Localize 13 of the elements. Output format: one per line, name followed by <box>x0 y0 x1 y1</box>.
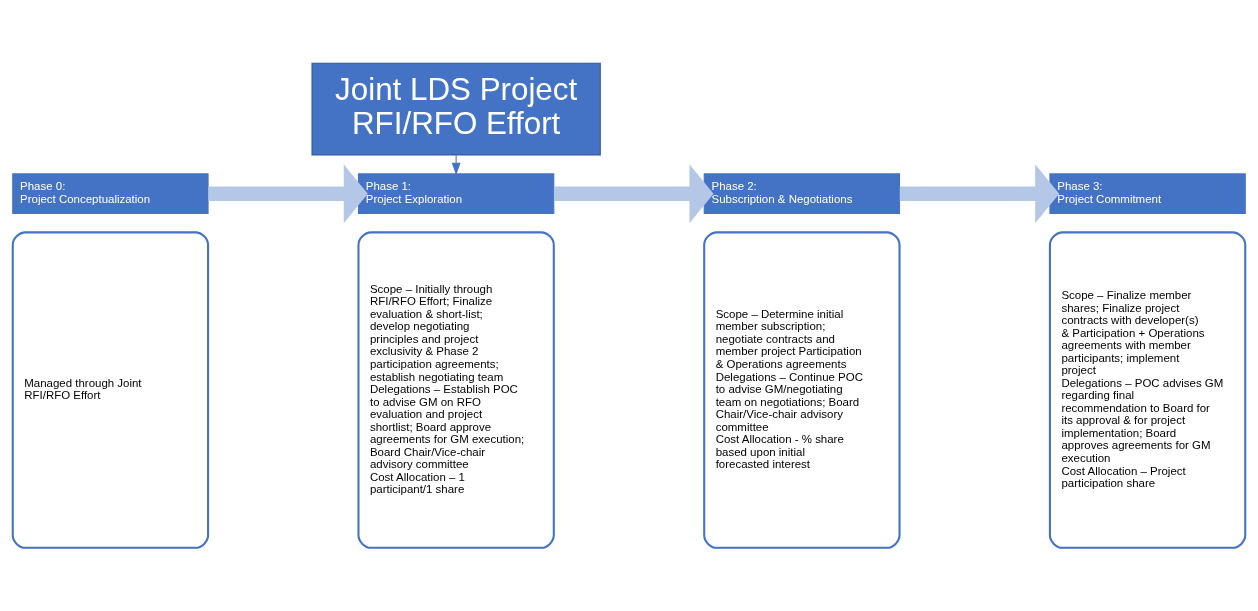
node-box: Joint LDS Project RFI/RFO Effort <box>311 62 601 156</box>
node-box: Scope – Initially through RFI/RFO Effort; Finalize evaluation & short-list; develop negotiating principles and project exclusivity & Phase 2 participation agreements; establish negotiating team Delegations – Establish POC to advise GM on RFO evaluation and project shortlist; Board approve agreements for GM execution; Board Chair/Vice-chair advisory committee Cost Allocation – 1 participant/1 share <box>357 231 555 549</box>
arrow <box>554 164 714 224</box>
arrow <box>899 164 1060 224</box>
arrow <box>208 164 368 224</box>
node-box: Phase 3: Project Commitment <box>1049 173 1246 215</box>
node-box: Managed through Joint RFI/RFO Effort <box>11 231 210 549</box>
node-box: Phase 0: Project Conceptualization <box>12 173 209 215</box>
node-box: Scope – Finalize member shares; Finalize project contracts with developer(s) & Participation + Operations agreements with member participants; implement project Delegations – POC advises GM regarding final recommendation to Board for its approval & for project implementation; Board approves agreements for GM execution Cost Allocation – Project participation share <box>1048 231 1247 549</box>
arrow <box>451 154 461 176</box>
node-box: Phase 1: Project Exploration <box>357 173 555 215</box>
node-box: Scope – Determine initial member subscription; negotiate contracts and member project Participation & Operations agreements Delegations – Continue POC to advise GM/negotiating team on negotiations; Board Chair/Vice-chair advisory committee Cost Allocation - % share based upon initial forecasted interest <box>703 231 901 549</box>
node-box: Phase 2: Subscription & Negotiations <box>703 173 901 215</box>
